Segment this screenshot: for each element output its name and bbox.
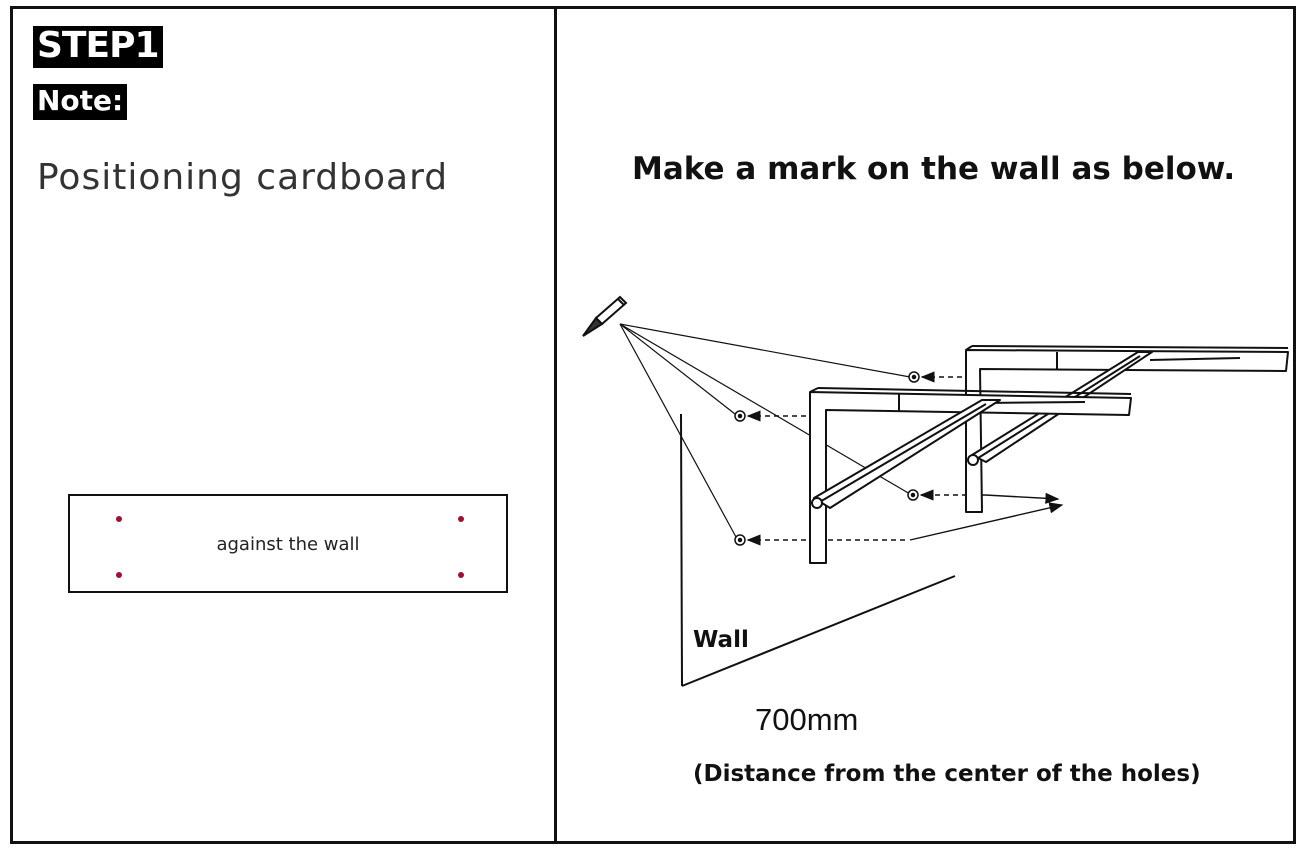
cardboard-hole-bottom-right (458, 572, 464, 578)
cardboard-hole-top-left (116, 516, 122, 522)
positioning-title: Positioning cardboard (37, 157, 449, 198)
cardboard-hole-top-right (458, 516, 464, 522)
cardboard-hole-bottom-left (116, 572, 122, 578)
cardboard-label: against the wall (216, 534, 360, 555)
back-bracket (965, 345, 1289, 513)
panel-divider (554, 6, 557, 844)
instruction-frame (10, 6, 1296, 844)
note-label: Note: (33, 84, 128, 120)
hole-marks (734, 371, 920, 546)
positioning-cardboard: against the wall (68, 494, 508, 593)
wall-outline (680, 413, 956, 687)
instruction-heading: Make a mark on the wall as below. (632, 151, 1236, 187)
pencil-icon (582, 295, 628, 337)
distance-caption: (Distance from the center of the holes) (693, 761, 1201, 787)
marking-lines (619, 323, 911, 538)
step-label: STEP1 (33, 26, 163, 68)
front-bracket (809, 387, 1132, 564)
wall-label: Wall (693, 627, 749, 653)
distance-value: 700mm (755, 702, 859, 737)
